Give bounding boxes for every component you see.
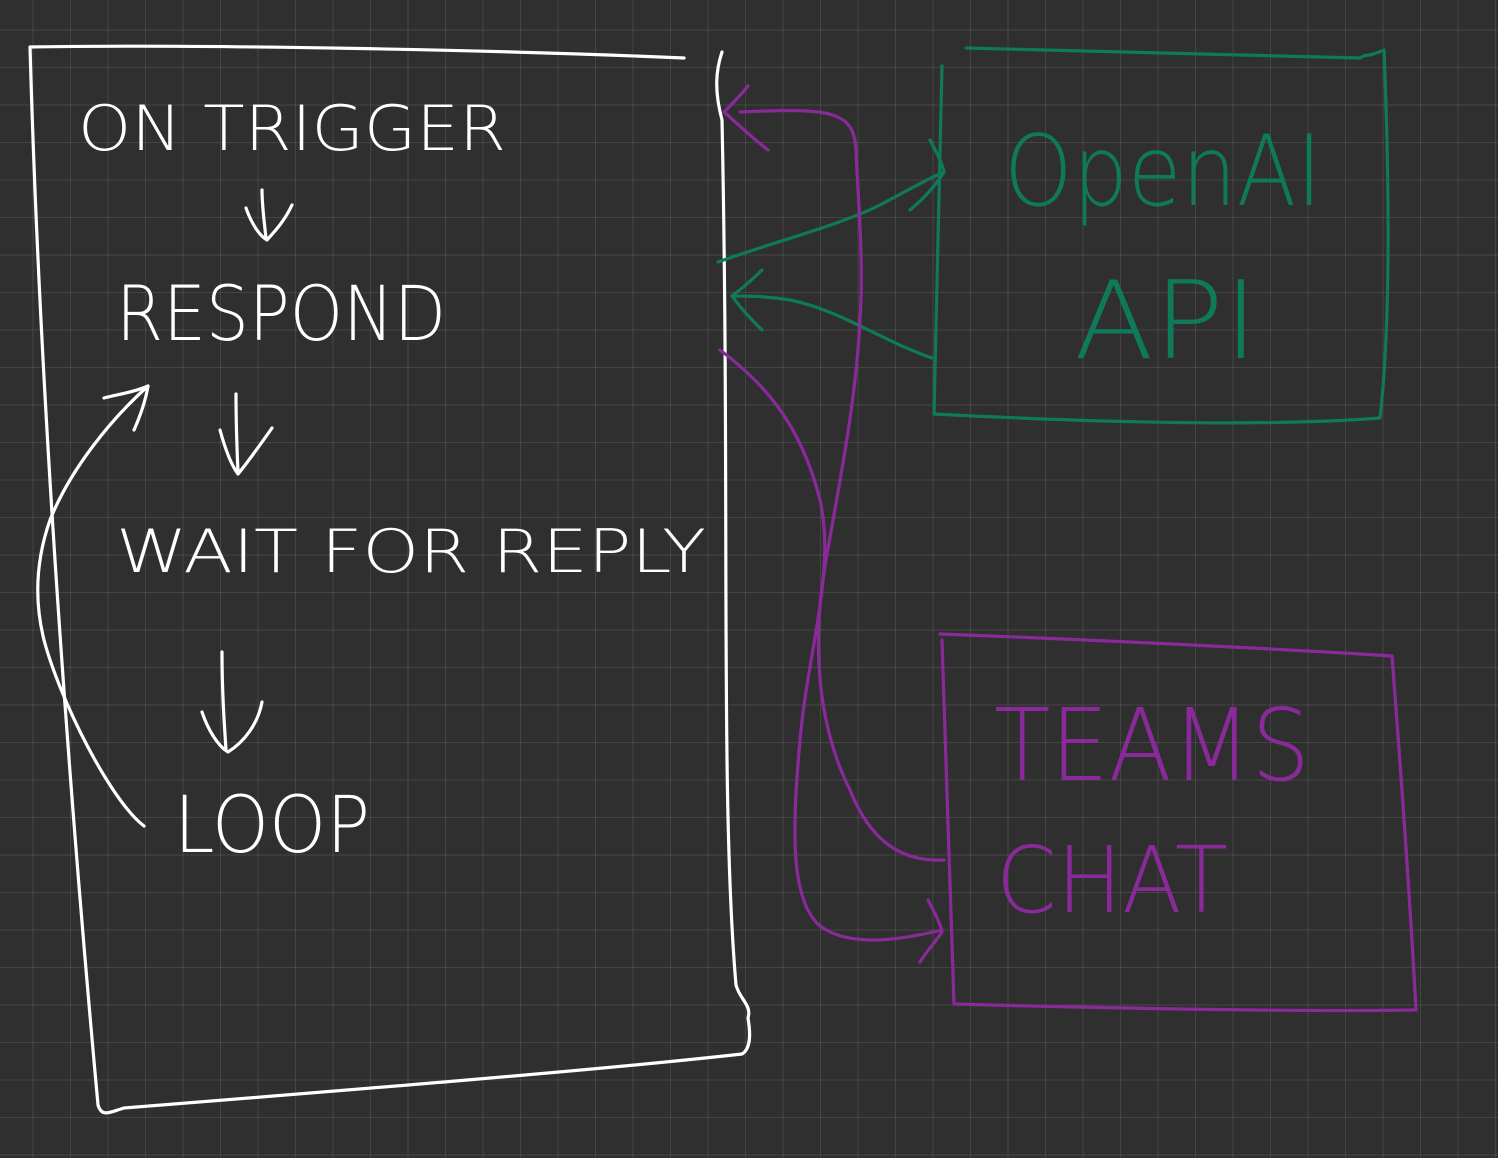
step-wait-for-reply: WAIT FOR REPLY <box>116 517 706 587</box>
loop-back-arrow <box>36 384 150 828</box>
request-to-openai-arrow <box>716 138 946 264</box>
arrow-down-1 <box>244 188 294 242</box>
message-to-teams-arrow <box>718 348 944 964</box>
openai-api-box <box>932 46 1390 425</box>
teams-chat-box <box>938 632 1418 1013</box>
reply-from-teams-arrow <box>722 84 946 862</box>
step-on-trigger: ON TRIGGER <box>78 92 506 165</box>
arrow-down-2 <box>218 392 274 476</box>
process-box <box>28 44 752 1115</box>
response-from-openai-arrow <box>730 268 934 360</box>
openai-label-line1: OpenAI <box>1004 115 1322 229</box>
teams-label-line1: TEAMS <box>994 687 1310 804</box>
arrow-down-3 <box>200 650 264 754</box>
step-loop: LOOP <box>174 781 370 871</box>
openai-label-line2: API <box>1074 259 1258 384</box>
teams-label-line2: CHAT <box>996 827 1228 934</box>
step-respond: RESPOND <box>116 269 446 358</box>
